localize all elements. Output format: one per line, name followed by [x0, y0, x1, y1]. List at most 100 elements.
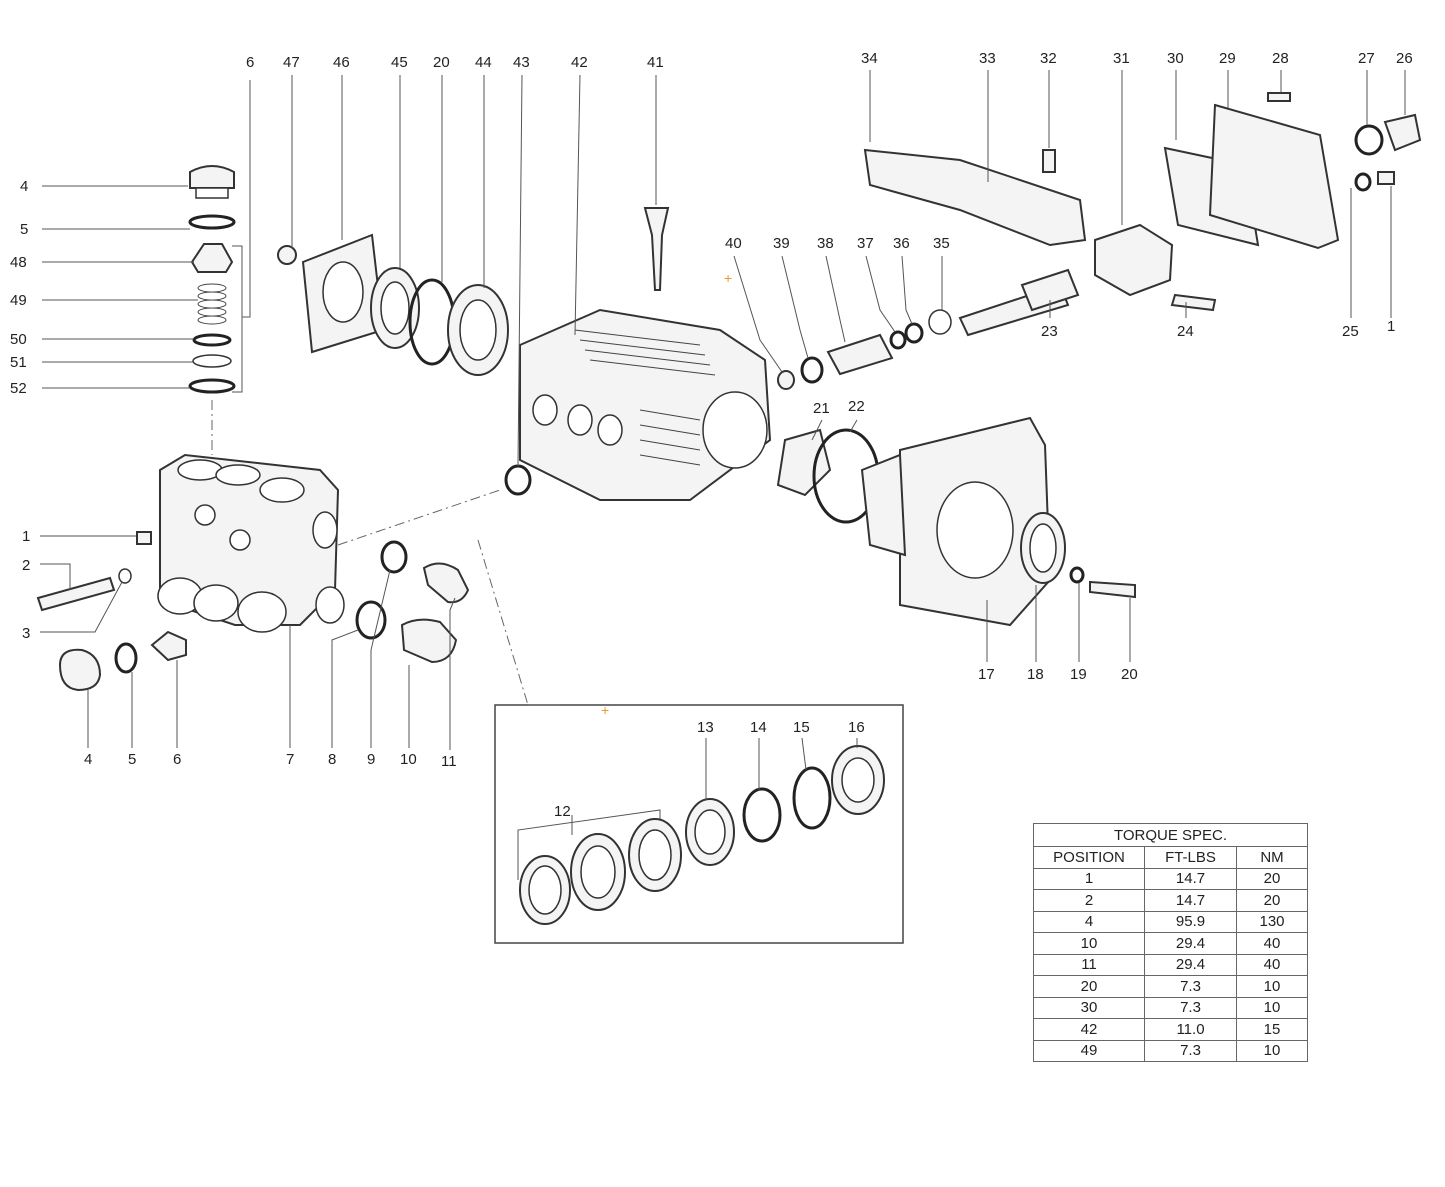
callout-40: 40: [725, 235, 742, 252]
column-header: FT-LBS: [1144, 846, 1237, 869]
table-cell: 1: [1033, 867, 1145, 890]
leader-lines: [40, 70, 1406, 800]
callout-37: 37: [857, 235, 874, 252]
callout-11: 11: [441, 753, 457, 770]
callout-30: 30: [1167, 50, 1184, 67]
callout-1: 1: [1387, 318, 1395, 335]
table-cell: 14.7: [1144, 889, 1237, 912]
callout-23: 23: [1041, 323, 1058, 340]
callout-35: 35: [933, 235, 950, 252]
head-fasteners: [36, 489, 501, 692]
crosshair-marker: +: [601, 702, 610, 718]
pump-head: [157, 453, 345, 633]
table-cell: 2: [1033, 889, 1145, 912]
callout-50: 50: [10, 331, 27, 348]
callout-14: 14: [750, 719, 767, 736]
table-cell: 7.3: [1144, 975, 1237, 998]
table-cell: 20: [1033, 975, 1145, 998]
table-cell: 10: [1236, 975, 1308, 998]
callout-51: 51: [10, 354, 27, 371]
column-header: POSITION: [1033, 846, 1145, 869]
callout-10: 10: [400, 751, 417, 768]
callout-28: 28: [1272, 50, 1289, 67]
table-cell: 29.4: [1144, 932, 1237, 955]
callout-34: 34: [861, 50, 878, 67]
callout-19: 19: [1070, 666, 1087, 683]
table-cell: 10: [1033, 932, 1145, 955]
callout-15: 15: [793, 719, 810, 736]
callout-16: 16: [848, 719, 865, 736]
table-cell: 20: [1236, 867, 1308, 890]
callout-17: 17: [978, 666, 995, 683]
callout-20: 20: [433, 54, 450, 71]
callout-38: 38: [817, 235, 834, 252]
callout-31: 31: [1113, 50, 1130, 67]
valve-stack: [188, 80, 251, 455]
callout-33: 33: [979, 50, 996, 67]
table-cell: 11: [1033, 953, 1145, 976]
callout-12: 12: [554, 803, 571, 820]
table-cell: 10: [1236, 996, 1308, 1019]
callout-49: 49: [10, 292, 27, 309]
table-cell: 40: [1236, 932, 1308, 955]
callout-5: 5: [128, 751, 136, 768]
callout-44: 44: [475, 54, 492, 71]
table-cell: 14.7: [1144, 867, 1237, 890]
table-cell: 7.3: [1144, 996, 1237, 1019]
callout-46: 46: [333, 54, 350, 71]
callout-41: 41: [647, 54, 664, 71]
callout-21: 21: [813, 400, 830, 417]
callout-29: 29: [1219, 50, 1236, 67]
table-cell: 4: [1033, 910, 1145, 933]
table-cell: 95.9: [1144, 910, 1237, 933]
table-cell: 40: [1236, 953, 1308, 976]
callout-47: 47: [283, 54, 300, 71]
callout-32: 32: [1040, 50, 1057, 67]
callout-27: 27: [1358, 50, 1375, 67]
rear-housing: [776, 416, 1136, 627]
callout-22: 22: [848, 398, 865, 415]
callout-26: 26: [1396, 50, 1413, 67]
table-cell: 29.4: [1144, 953, 1237, 976]
callout-20: 20: [1121, 666, 1138, 683]
callout-13: 13: [697, 719, 714, 736]
callout-4: 4: [84, 751, 92, 768]
callouts: 4 5 48 49 50 51 52 1 2 3 4 5 6 7 8 9 10 …: [10, 50, 1413, 820]
table-cell: 42: [1033, 1018, 1145, 1041]
callout-8: 8: [328, 751, 336, 768]
table-cell: 49: [1033, 1039, 1145, 1062]
callout-4: 4: [20, 178, 28, 195]
callout-9: 9: [367, 751, 375, 768]
table-cell: 10: [1236, 1039, 1308, 1062]
crankcase: [519, 207, 772, 501]
column-header: NM: [1236, 846, 1308, 869]
callout-36: 36: [893, 235, 910, 252]
callout-18: 18: [1027, 666, 1044, 683]
callout-43: 43: [513, 54, 530, 71]
callout-7: 7: [286, 751, 294, 768]
callout-1: 1: [22, 528, 30, 545]
callout-25: 25: [1342, 323, 1359, 340]
callout-3: 3: [22, 625, 30, 642]
callout-48: 48: [10, 254, 27, 271]
bearing-assembly: [277, 233, 532, 496]
callout-6: 6: [246, 54, 254, 71]
callout-24: 24: [1177, 323, 1194, 340]
table-cell: 7.3: [1144, 1039, 1237, 1062]
table-cell: 11.0: [1144, 1018, 1237, 1041]
callout-5: 5: [20, 221, 28, 238]
table-cell: 130: [1236, 910, 1308, 933]
plunger-assembly: [777, 92, 1422, 390]
callout-42: 42: [571, 54, 588, 71]
crosshair-marker: +: [724, 270, 733, 286]
